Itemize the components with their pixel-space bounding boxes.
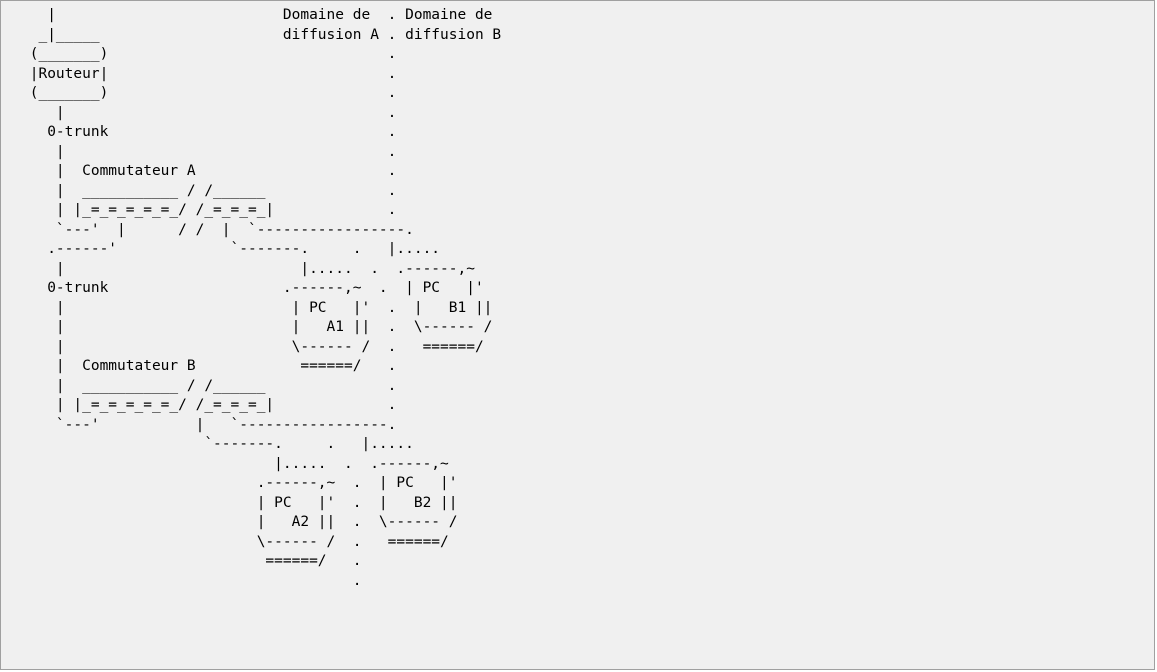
diagram-line: (_______) . [21,46,397,62]
diagram-line: | Domaine de . Domaine de [21,7,493,23]
diagram-line: (_______) . [21,85,397,101]
diagram-line: . [21,572,362,589]
diagram-line: 0-trunk .------,~ . | PC |' [21,280,484,296]
diagram-line: | . [21,143,397,160]
diagram-line: `---' | `-----------------. [21,416,397,433]
diagram-line: 0-trunk . [21,124,397,140]
diagram-line: | |..... . .------,~ [21,260,475,277]
diagram-line: | ___________ / /______ . [21,182,397,199]
diagram-line: | Commutateur B ======/ . [21,358,397,374]
diagram-line: `-------. . |..... [21,436,414,452]
diagram-line: `---' | / / | `-----------------. [21,221,414,238]
diagram-line: | | PC |' . | B1 || [21,299,493,316]
diagram-line: .------,~ . | PC |' [21,475,458,491]
diagram-line: | . [21,104,397,121]
diagram-line: .------' `-------. . |..... [21,241,441,257]
diagram-line: | PC |' . | B2 || [21,494,458,511]
diagram-line: | \------ / . ======/ [21,338,484,355]
diagram-line: _|_____ diffusion A . diffusion B [21,26,502,43]
diagram-line: |Routeur| . [21,65,397,82]
diagram-line: | |_=_=_=_=_=_/ /_=_=_=_| . [21,202,397,218]
diagram-line: |..... . .------,~ [21,455,449,472]
diagram-line: | | A1 || . \------ / [21,319,493,335]
diagram-line: | Commutateur A . [21,163,397,179]
diagram-line: ======/ . [21,553,362,569]
ascii-network-diagram: | Domaine de . Domaine de _|_____ diffus… [21,6,501,591]
diagram-line: | |_=_=_=_=_=_/ /_=_=_=_| . [21,397,397,413]
diagram-line: \------ / . ======/ [21,533,449,550]
diagram-line: | A2 || . \------ / [21,514,458,530]
diagram-line: | ___________ / /______ . [21,377,397,394]
